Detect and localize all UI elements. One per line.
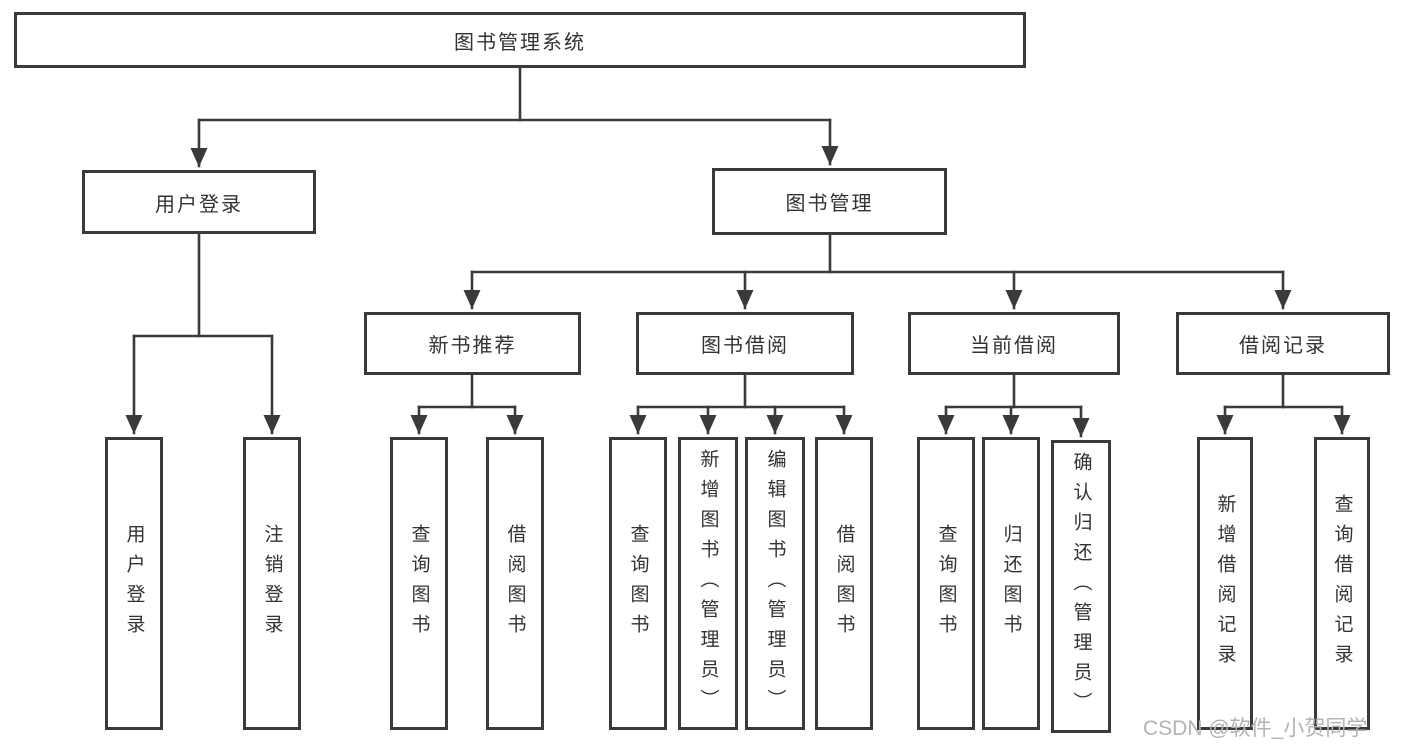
node-new-book-rec: 新书推荐 [364,312,581,375]
leaf-br-add-record-label: 新增借阅记录 [1214,493,1236,674]
leaf-rec-query-book-label: 查询图书 [408,523,430,644]
leaf-bb-edit-book-admin-label: 编辑图书（管理员） [764,448,786,719]
leaf-cb-return-book: 归还图书 [982,437,1040,730]
leaf-bb-add-book-admin: 新增图书（管理员） [678,437,738,730]
leaf-cb-query-book: 查询图书 [917,437,975,730]
node-borrow-records: 借阅记录 [1176,312,1390,375]
leaf-bb-add-book-admin-label: 新增图书（管理员） [697,448,719,719]
node-book-mgmt: 图书管理 [712,168,947,235]
leaf-bb-query-book: 查询图书 [609,437,667,730]
node-book-mgmt-label: 图书管理 [785,193,874,215]
csdn-watermark: CSDN @软件_小贺同学 [1143,717,1368,740]
leaf-bb-edit-book-admin: 编辑图书（管理员） [745,437,805,730]
node-root-label: 图书管理系统 [454,31,586,54]
leaf-bb-query-book-label: 查询图书 [627,523,649,644]
connector-group-borrow-records [1216,373,1351,435]
node-user-login-label: 用户登录 [155,193,243,216]
leaf-rec-borrow-book: 借阅图书 [486,437,544,730]
node-root: 图书管理系统 [14,12,1026,68]
connector-group-new-book-rec [410,373,524,435]
leaf-cb-confirm-return-admin: 确认归还（管理员） [1051,440,1111,733]
node-current-borrow: 当前借阅 [908,312,1120,375]
connector-group-user-login [125,232,281,435]
leaf-br-query-record-label: 查询借阅记录 [1331,493,1353,674]
node-book-borrow-label: 图书借阅 [701,335,789,357]
leaf-bb-borrow-book: 借阅图书 [815,437,873,730]
leaf-cb-query-book-label: 查询图书 [935,523,957,644]
connector-group-book-mgmt [463,233,1292,310]
leaf-logout: 注销登录 [243,437,301,730]
leaf-user-login-label: 用户登录 [123,523,145,644]
leaf-rec-borrow-book-label: 借阅图书 [504,523,526,644]
leaf-logout-label: 注销登录 [261,523,283,644]
leaf-br-add-record: 新增借阅记录 [1197,437,1253,730]
node-borrow-records-label: 借阅记录 [1239,335,1327,357]
node-book-borrow: 图书借阅 [636,312,854,375]
node-new-book-rec-label: 新书推荐 [428,335,517,357]
leaf-cb-return-book-label: 归还图书 [1000,523,1022,644]
leaf-cb-confirm-return-admin-label: 确认归还（管理员） [1070,451,1092,722]
connector-group-root [190,66,839,168]
connector-group-current-borrow [937,373,1090,438]
node-user-login: 用户登录 [82,170,316,234]
leaf-user-login: 用户登录 [105,437,163,730]
leaf-br-query-record: 查询借阅记录 [1314,437,1370,730]
leaf-rec-query-book: 查询图书 [390,437,448,730]
connector-group-book-borrow [629,373,853,435]
leaf-bb-borrow-book-label: 借阅图书 [833,523,855,644]
node-current-borrow-label: 当前借阅 [970,335,1058,357]
